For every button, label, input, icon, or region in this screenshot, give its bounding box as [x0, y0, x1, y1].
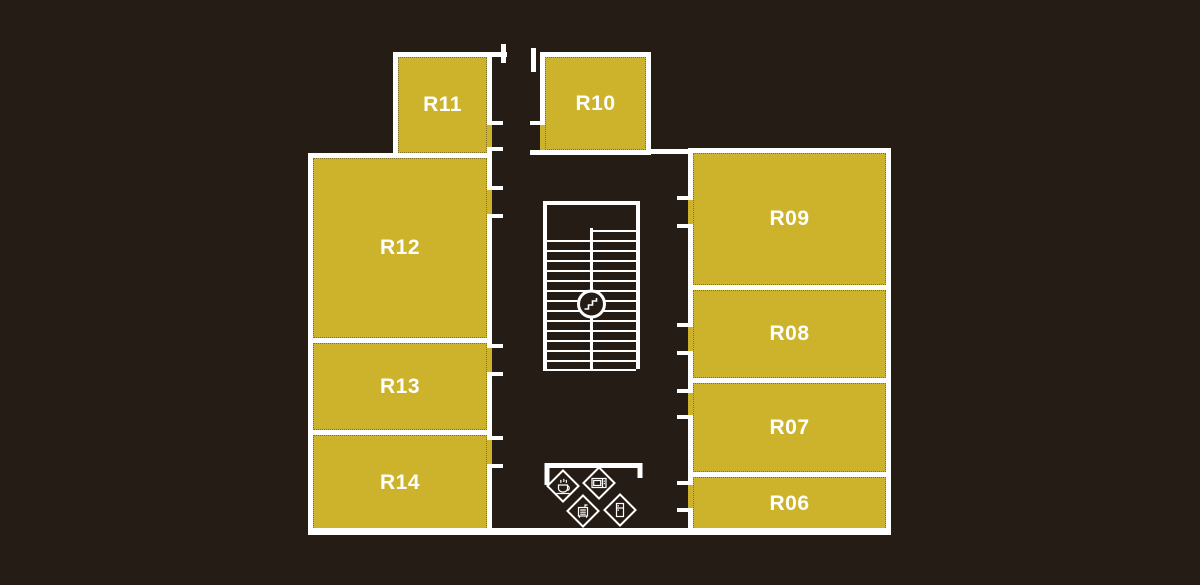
stair-steps-right [593, 230, 636, 371]
room-label: R14 [379, 470, 421, 494]
door-jamb-tick [488, 372, 503, 376]
door-jamb-tick [677, 389, 692, 393]
door-opening-r10 [540, 125, 545, 150]
door-jamb-tick [488, 214, 503, 218]
room-label: R08 [769, 322, 810, 345]
door-jamb-tick [488, 344, 503, 348]
entry-jamb-right [531, 48, 536, 72]
door-jamb-tick [677, 508, 692, 512]
room-r07: R07 [688, 378, 891, 477]
printer-icon [566, 494, 600, 528]
room-r14: R14 [308, 430, 492, 535]
room-r06: R06 [688, 472, 891, 535]
room-label: R07 [769, 415, 810, 439]
door-opening-r09 [688, 200, 693, 224]
room-label: R09 [769, 207, 810, 230]
room-r10: R10 [540, 52, 651, 155]
microwave-icon [582, 466, 616, 500]
wall-top-extension [488, 52, 507, 57]
door-jamb-tick [488, 186, 503, 190]
amenity-wall [544, 463, 643, 485]
door-opening-r14 [487, 440, 492, 464]
door-jamb-tick [488, 147, 503, 151]
door-opening-r12 [487, 190, 492, 214]
entry-jamb-left [501, 44, 506, 63]
stair-steps-left [547, 240, 590, 371]
door-jamb-tick [677, 481, 692, 485]
door-jamb-tick [488, 464, 503, 468]
stairs-icon [577, 289, 606, 319]
room-r13: R13 [308, 338, 492, 435]
door-opening-r06 [688, 485, 693, 508]
room-label: R11 [423, 93, 462, 116]
room-r11: R11 [393, 52, 492, 158]
room-r08: R08 [688, 285, 891, 383]
wall-r10-bottom-extension [530, 150, 542, 155]
stairwell [543, 201, 640, 373]
room-r12: R12 [308, 153, 492, 343]
room-label: R13 [379, 374, 421, 398]
room-r09: R09 [688, 148, 891, 290]
coffee-icon [546, 469, 580, 503]
door-jamb-tick [677, 196, 692, 200]
refrigerator-icon [603, 493, 637, 527]
door-jamb-tick [488, 436, 503, 440]
door-jamb-tick [677, 323, 692, 327]
room-label: R10 [575, 91, 616, 115]
wall-r10-r09-connector [649, 149, 690, 154]
door-opening-r08 [688, 327, 693, 351]
stairwell-wall [543, 201, 640, 371]
door-jamb-tick [677, 224, 692, 228]
door-opening-r11 [487, 125, 492, 147]
door-opening-r07 [688, 393, 693, 415]
room-label: R12 [379, 236, 421, 259]
amenity-area [540, 458, 650, 536]
door-opening-r13 [487, 348, 492, 372]
door-jamb-tick [488, 121, 503, 125]
room-label: R06 [769, 491, 810, 515]
door-jamb-tick [530, 121, 545, 125]
door-jamb-tick [677, 351, 692, 355]
wall-bottom [308, 528, 891, 535]
door-jamb-tick [677, 415, 692, 419]
